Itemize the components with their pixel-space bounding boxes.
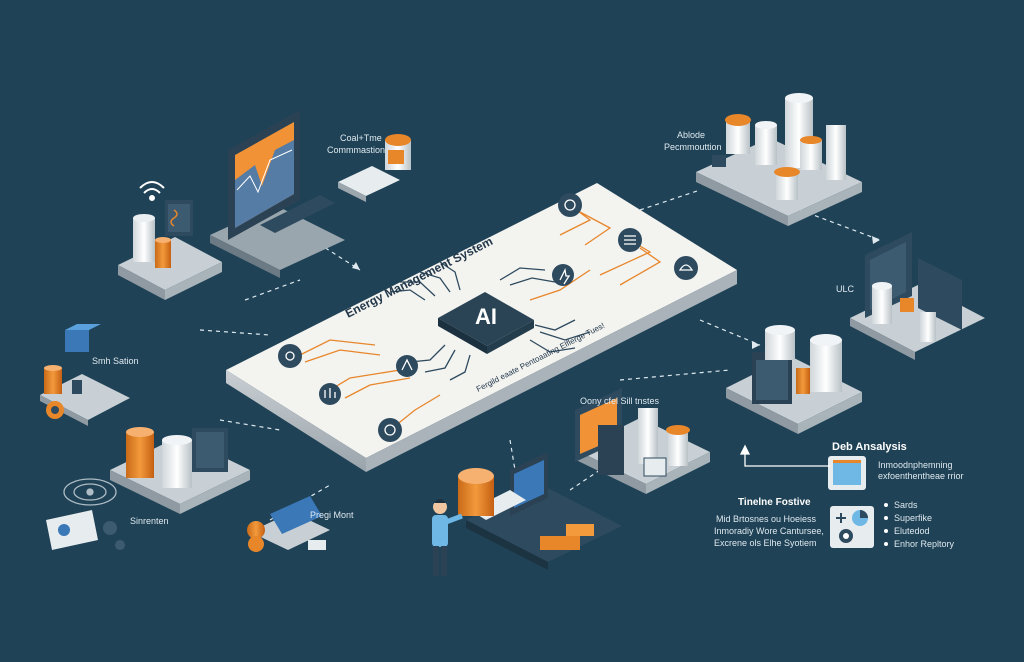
person-icon	[432, 499, 463, 576]
ulc-monitor-station	[850, 232, 985, 360]
server-battery-station	[726, 325, 862, 434]
prediction-label-1: Ablode	[677, 130, 706, 140]
bullet-item-2: Superfike	[894, 513, 933, 523]
chart-icon	[830, 506, 874, 548]
node-glyphs	[285, 199, 694, 436]
battery-station	[110, 427, 250, 514]
monitor-station	[210, 110, 345, 278]
cloud-analysis-station	[575, 388, 710, 494]
wifi-icon	[139, 181, 165, 201]
bullet-item-1: Sards	[894, 500, 918, 510]
bullet-item-4: Enhor Repltory	[894, 539, 955, 549]
panel-desc-1: Inmoodnphemning	[878, 460, 953, 470]
bullet-dots	[884, 503, 888, 546]
gear-icon	[46, 510, 125, 550]
timeline-line-1: Mid Brtosnes ou Hoeiess	[716, 514, 817, 524]
comms-unit	[338, 134, 411, 202]
target-icon	[63, 478, 117, 506]
comms-label-2: Commmastion	[327, 145, 386, 155]
node-wifi	[278, 344, 302, 368]
node-cloud	[674, 256, 698, 280]
prediction-station	[696, 93, 862, 226]
panel-arrow	[739, 444, 830, 467]
comms-label-1: Coal+Tme	[340, 133, 382, 143]
smart-station	[40, 324, 130, 426]
timeline-heading: Tinelne Fostive	[738, 497, 811, 508]
ai-chip-label: AI	[475, 304, 497, 329]
ulc-label: ULC	[836, 284, 855, 294]
timeline-line-2: Inmoradiy Wore Cantursee,	[714, 526, 824, 536]
workstation	[458, 452, 622, 570]
bullet-item-3: Elutedod	[894, 526, 930, 536]
node-target	[378, 418, 402, 442]
ai-chip-icon	[438, 292, 534, 354]
prediction-label-2: Pecmmouttion	[664, 142, 722, 152]
cloud-analysis-label: Oony cfel Sill tnstes	[580, 396, 660, 406]
pregi-mont-label: Pregi Mont	[310, 510, 354, 520]
arrowheads	[352, 236, 880, 349]
sinrenten-label: Sinrenten	[130, 516, 169, 526]
node-gear	[558, 193, 582, 217]
pregi-station	[247, 496, 330, 552]
node-link	[396, 355, 418, 377]
panel-heading: Deb Ansalysis	[832, 441, 907, 453]
document-icon	[828, 456, 866, 490]
timeline-line-3: Excrene ols Elhe Syotiem	[714, 538, 817, 548]
tank-station	[118, 200, 222, 300]
smart-station-label: Smh Sation	[92, 356, 139, 366]
panel-desc-2: exfoenthentheae rrior	[878, 471, 964, 481]
